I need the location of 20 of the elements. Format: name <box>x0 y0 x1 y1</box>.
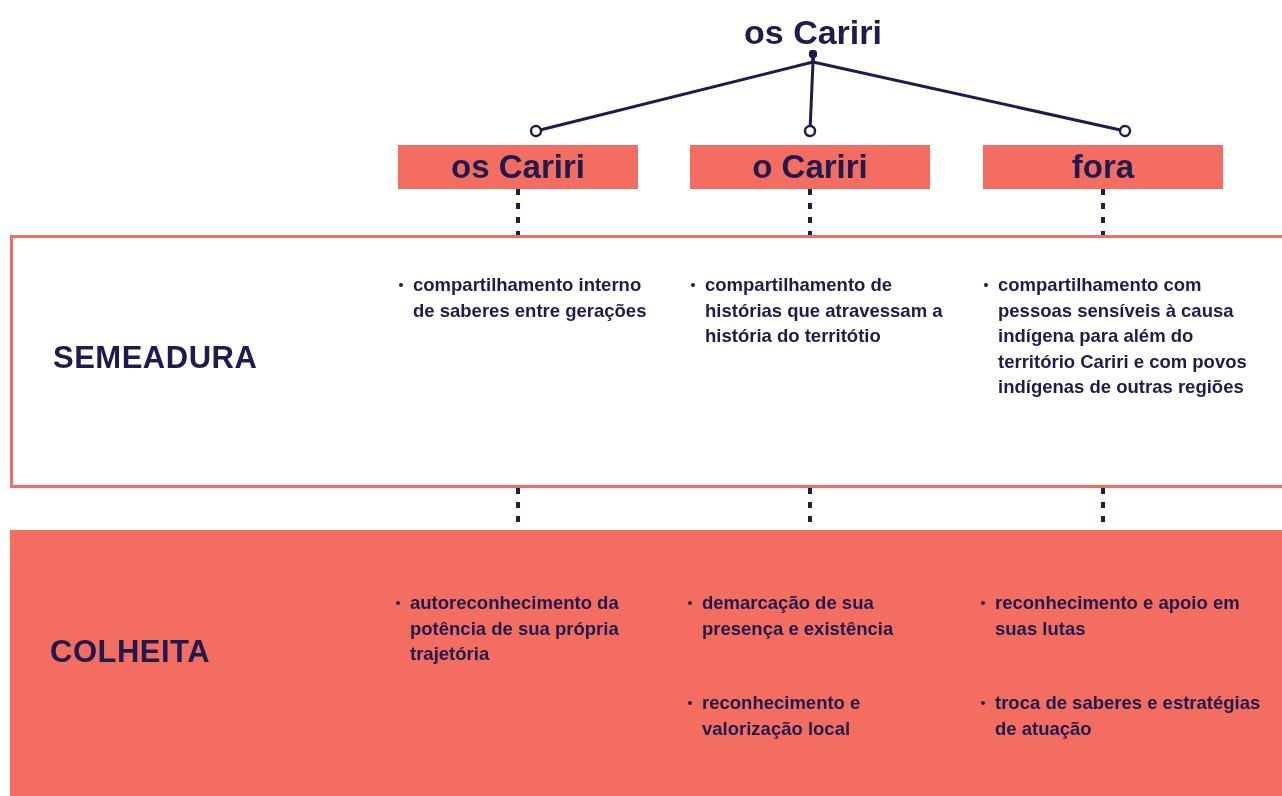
bullet-text: reconhecimento e apoio em suas lutas <box>981 590 1261 641</box>
colheita-band <box>10 530 1282 796</box>
bullet-text: troca de saberes e estratégias de atuação <box>981 690 1261 741</box>
semeadura-band <box>10 235 1282 488</box>
column-header: fora <box>983 145 1223 189</box>
title-text: os Cariri <box>713 10 913 54</box>
column-header: o Cariri <box>690 145 930 189</box>
bullet-text: demarcação de sua presença e existência <box>688 590 948 641</box>
bullet-text: compartilhamento com pessoas sensíveis à causa indígena para além do território Cariri e com povos indígenas de outras regiões <box>984 272 1264 400</box>
bullet-text: autoreconhecimento da potência de sua própria trajetória <box>396 590 656 667</box>
bullet-text: compartilhamento de histórias que atravessam a história do territótio <box>691 272 951 349</box>
branch-connector <box>809 50 1132 138</box>
bullet-text: reconhecimento e valorização local <box>688 690 948 741</box>
bullet-text: compartilhamento interno de saberes entre gerações <box>399 272 659 323</box>
dotted-connector <box>1101 189 1105 235</box>
dotted-connector <box>808 189 812 235</box>
row-heading: SEMEADURA <box>53 340 259 376</box>
dotted-connector <box>516 189 520 235</box>
row-heading: COLHEITA <box>50 634 212 670</box>
column-header: os Cariri <box>398 145 638 189</box>
